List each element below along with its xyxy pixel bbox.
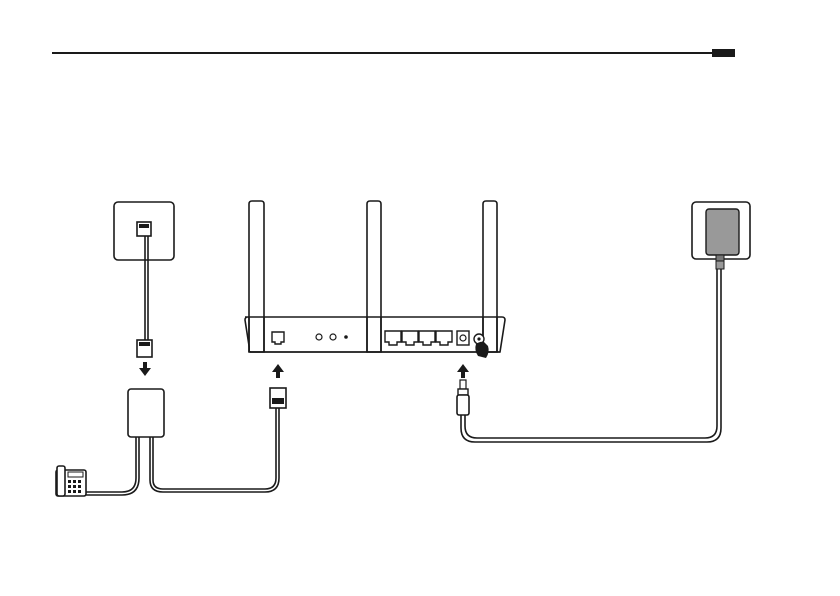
lan-port-3 (419, 331, 435, 345)
lan-port-1 (385, 331, 401, 345)
reset-pinhole (345, 336, 347, 338)
arrow-up-to-power-port (457, 364, 469, 378)
splitter-icon (128, 389, 164, 437)
header-rule (52, 49, 735, 57)
lan-ports (385, 331, 452, 345)
telephone-keypad (68, 480, 81, 493)
dsl-port (272, 332, 284, 344)
indicator-2 (330, 334, 336, 340)
lan-port-4 (436, 331, 452, 345)
rj11-plug-router-side (270, 388, 286, 408)
power-adapter-icon (692, 202, 750, 269)
indicator-1 (316, 334, 322, 340)
router-indicators (316, 334, 347, 340)
splitter-cables (86, 408, 279, 495)
power-cable (461, 268, 721, 442)
power-port (457, 331, 469, 345)
lan-port-2 (402, 331, 418, 345)
arrow-down-to-splitter (139, 362, 151, 376)
header-rule-tab (712, 49, 735, 57)
rj11-plug-splitter-side (137, 340, 152, 357)
wall-phone-jack-icon (114, 202, 174, 260)
arrow-up-to-dsl-port (272, 364, 284, 378)
telephone-icon (56, 466, 86, 496)
power-plug-icon (457, 380, 469, 415)
